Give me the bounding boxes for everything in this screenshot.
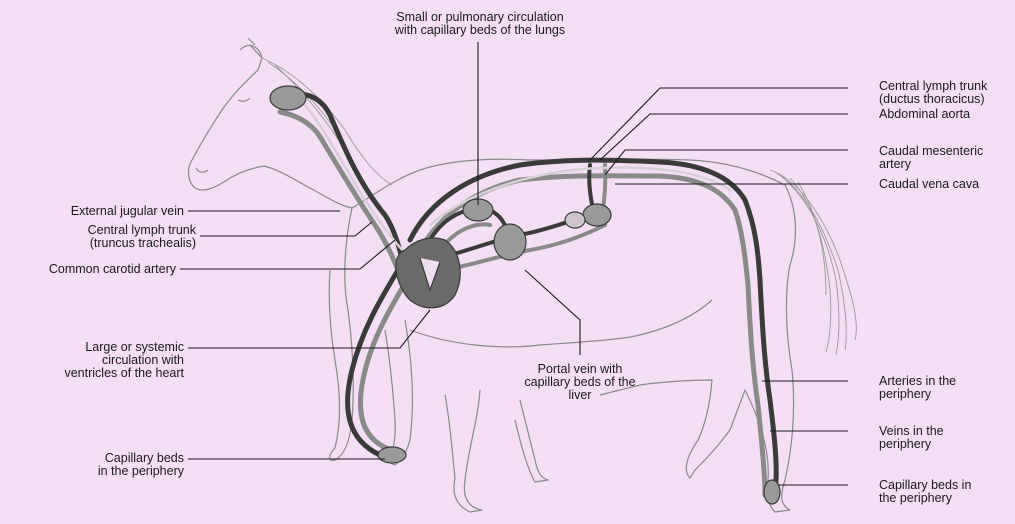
- front-hoof-capillary-bed: [378, 447, 406, 463]
- horse-tail: [770, 170, 856, 355]
- label-systemic-circulation: Large or systemic circulation with ventr…: [8, 341, 184, 380]
- label-capillary-beds-left: Capillary beds in the periphery: [8, 452, 184, 478]
- vessel-network: [280, 94, 776, 495]
- label-capillary-beds-right: Capillary beds in the periphery: [879, 479, 1009, 505]
- label-central-lymph-trunk-thoracic: Central lymph trunk (ductus thoracicus): [879, 80, 1015, 106]
- label-portal-vein: Portal vein with capillary beds of the l…: [505, 363, 655, 402]
- label-common-carotid-artery: Common carotid artery: [4, 263, 176, 276]
- label-external-jugular-vein: External jugular vein: [8, 205, 184, 218]
- head-capillary-bed: [270, 86, 306, 110]
- hind-hoof-capillary-bed: [764, 480, 780, 504]
- label-abdominal-aorta: Abdominal aorta: [879, 108, 1009, 121]
- label-caudal-mesenteric-artery: Caudal mesenteric artery: [879, 145, 1009, 171]
- label-central-lymph-trunk-tracheal: Central lymph trunk (truncus trachealis): [8, 224, 196, 250]
- intestine-capillary-bed: [583, 204, 611, 226]
- label-veins-periphery: Veins in the periphery: [879, 425, 1009, 451]
- label-arteries-periphery: Arteries in the periphery: [879, 375, 1009, 401]
- liver-capillary-bed: [494, 224, 526, 260]
- kidney: [565, 212, 585, 228]
- label-pulmonary-circulation: Small or pulmonary circulation with capi…: [365, 11, 595, 37]
- label-caudal-vena-cava: Caudal vena cava: [879, 178, 1009, 191]
- horse-mane: [262, 58, 392, 185]
